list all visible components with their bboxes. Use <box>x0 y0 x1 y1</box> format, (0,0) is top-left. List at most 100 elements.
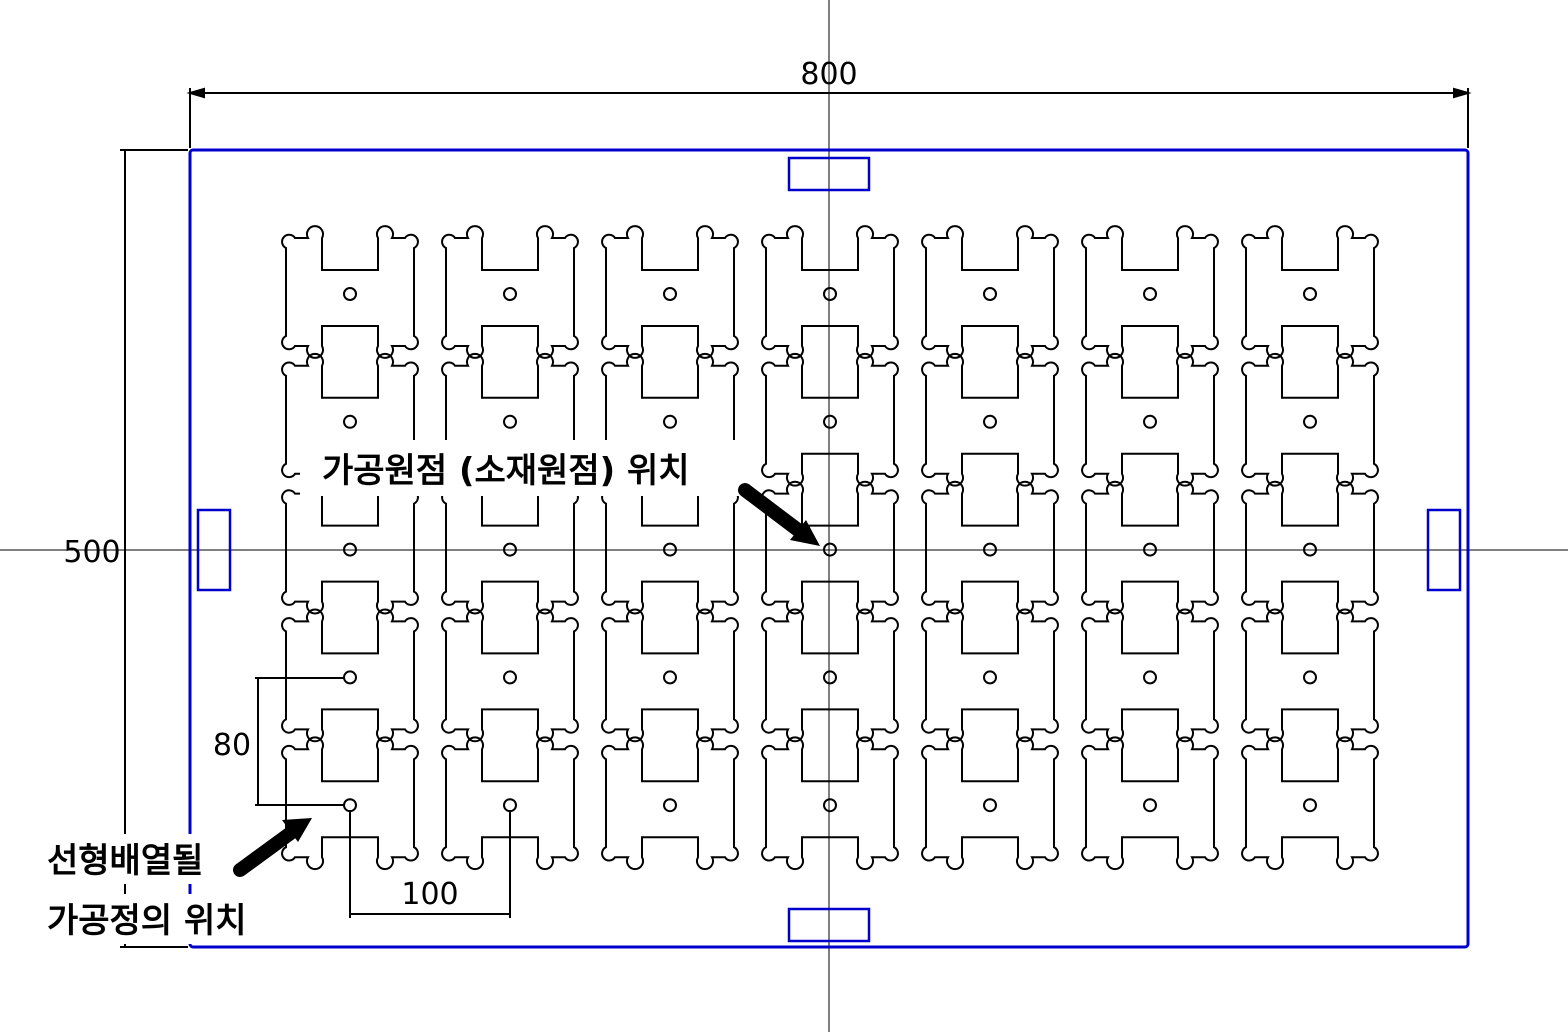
clamp-bottom[interactable] <box>787 907 871 943</box>
part-outline <box>1081 608 1219 743</box>
part-hole <box>1143 670 1157 685</box>
machined-part[interactable] <box>921 353 1059 487</box>
machined-part[interactable] <box>761 225 899 359</box>
machined-part[interactable] <box>281 480 419 615</box>
part-hole <box>1303 542 1317 557</box>
part-outline <box>1241 225 1379 359</box>
machined-part[interactable] <box>441 480 579 615</box>
machined-part[interactable] <box>1241 480 1379 615</box>
machined-part[interactable] <box>281 225 419 359</box>
machined-part[interactable] <box>761 353 899 487</box>
part-hole <box>1143 542 1157 557</box>
machined-part[interactable] <box>441 608 579 743</box>
part-hole <box>503 542 517 557</box>
part-outline <box>601 736 739 870</box>
part-outline <box>281 608 419 743</box>
part-array <box>281 225 1379 870</box>
part-hole <box>343 542 357 557</box>
part-outline <box>601 480 739 615</box>
clamp-left[interactable] <box>196 508 232 592</box>
part-outline <box>281 225 419 359</box>
machined-part[interactable] <box>441 225 579 359</box>
part-hole <box>1303 414 1317 429</box>
part-hole <box>983 670 997 685</box>
part-outline <box>1241 736 1379 870</box>
machined-part[interactable] <box>601 608 739 743</box>
machined-part[interactable] <box>1081 608 1219 743</box>
machined-part[interactable] <box>1081 480 1219 615</box>
pitch-x-dimension <box>349 810 511 918</box>
part-hole <box>1303 798 1317 813</box>
part-hole <box>663 542 677 557</box>
plate-outline[interactable] <box>188 148 1470 949</box>
machined-part[interactable] <box>921 736 1059 870</box>
part-hole <box>343 798 357 813</box>
part-hole <box>1143 287 1157 301</box>
machined-part[interactable] <box>281 608 419 743</box>
machined-part[interactable] <box>1081 225 1219 359</box>
machined-part[interactable] <box>761 736 899 870</box>
part-hole <box>823 287 837 301</box>
part-outline <box>1081 353 1219 487</box>
origin-note-backdrop <box>300 440 740 496</box>
machined-part[interactable] <box>1241 225 1379 359</box>
array-note-backdrop-2 <box>40 894 276 944</box>
part-hole <box>343 287 357 301</box>
machined-part[interactable] <box>761 480 899 615</box>
machined-part[interactable] <box>1241 353 1379 487</box>
part-hole <box>983 287 997 301</box>
part-hole <box>823 670 837 685</box>
part-outline <box>441 608 579 743</box>
part-hole <box>343 414 357 429</box>
part-outline <box>441 225 579 359</box>
clamp-top[interactable] <box>787 156 871 192</box>
part-outline <box>1081 480 1219 615</box>
part-outline <box>1241 480 1379 615</box>
part-outline <box>921 608 1059 743</box>
machined-part[interactable] <box>1241 736 1379 870</box>
part-outline <box>761 353 899 487</box>
machined-part[interactable] <box>601 736 739 870</box>
part-outline <box>761 480 899 615</box>
pitch-x-label: 100 <box>401 877 458 912</box>
machined-part[interactable] <box>921 480 1059 615</box>
part-hole <box>1303 287 1317 301</box>
part-hole <box>343 670 357 685</box>
part-outline <box>441 736 579 870</box>
part-hole <box>983 414 997 429</box>
part-hole <box>503 798 517 813</box>
part-hole <box>663 287 677 301</box>
part-hole <box>1303 670 1317 685</box>
machined-part[interactable] <box>601 225 739 359</box>
part-outline <box>601 225 739 359</box>
origin-arrow-icon <box>738 483 820 546</box>
part-outline <box>1081 736 1219 870</box>
machined-part[interactable] <box>761 608 899 743</box>
pitch-y-label: 80 <box>213 728 251 763</box>
machined-part[interactable] <box>1081 353 1219 487</box>
machined-part[interactable] <box>601 480 739 615</box>
part-outline <box>921 480 1059 615</box>
width-dimension <box>186 87 1472 148</box>
part-hole <box>663 414 677 429</box>
part-outline <box>761 736 899 870</box>
machined-part[interactable] <box>1241 608 1379 743</box>
clamp-right[interactable] <box>1426 508 1462 592</box>
part-hole <box>1143 414 1157 429</box>
machined-part[interactable] <box>921 225 1059 359</box>
part-hole <box>503 287 517 301</box>
part-outline <box>281 736 419 870</box>
part-outline <box>281 480 419 615</box>
part-hole <box>663 670 677 685</box>
height-dimension <box>120 149 188 948</box>
array-note-backdrop <box>40 834 230 884</box>
pitch-y-dimension <box>255 677 345 806</box>
part-outline <box>1081 225 1219 359</box>
machined-part[interactable] <box>1081 736 1219 870</box>
part-outline <box>1241 353 1379 487</box>
origin-note: 가공원점 (소재원점) 위치 <box>322 451 690 491</box>
part-hole <box>823 798 837 813</box>
array-note-line1: 선형배열될 <box>47 841 203 881</box>
machined-part[interactable] <box>921 608 1059 743</box>
